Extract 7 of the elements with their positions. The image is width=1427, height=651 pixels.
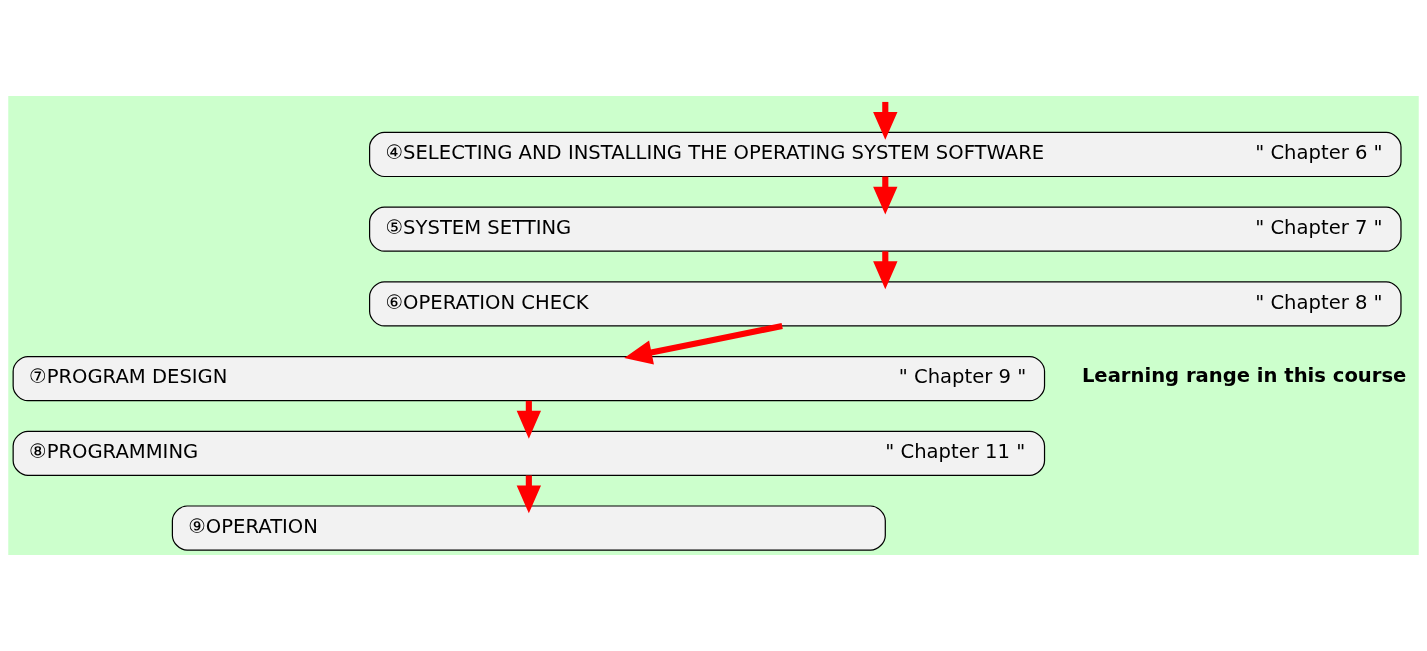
node-box: ⑨OPERATION bbox=[171, 505, 886, 551]
label: Learning range in this course bbox=[1081, 364, 1407, 388]
node-box: ⑧PROGRAMMING " Chapter 11 " bbox=[12, 430, 1046, 476]
node-box: ⑦PROGRAM DESIGN " Chapter 9 " bbox=[12, 355, 1046, 402]
node-box: ④SELECTING AND INSTALLING THE OPERATING SYSTEM SOFTWARE " Chapter 6 " bbox=[369, 131, 1402, 178]
node-box: ⑥OPERATION CHECK " Chapter 8 " bbox=[369, 281, 1402, 327]
node-box: ⑤SYSTEM SETTING " Chapter 7 " bbox=[369, 206, 1402, 252]
